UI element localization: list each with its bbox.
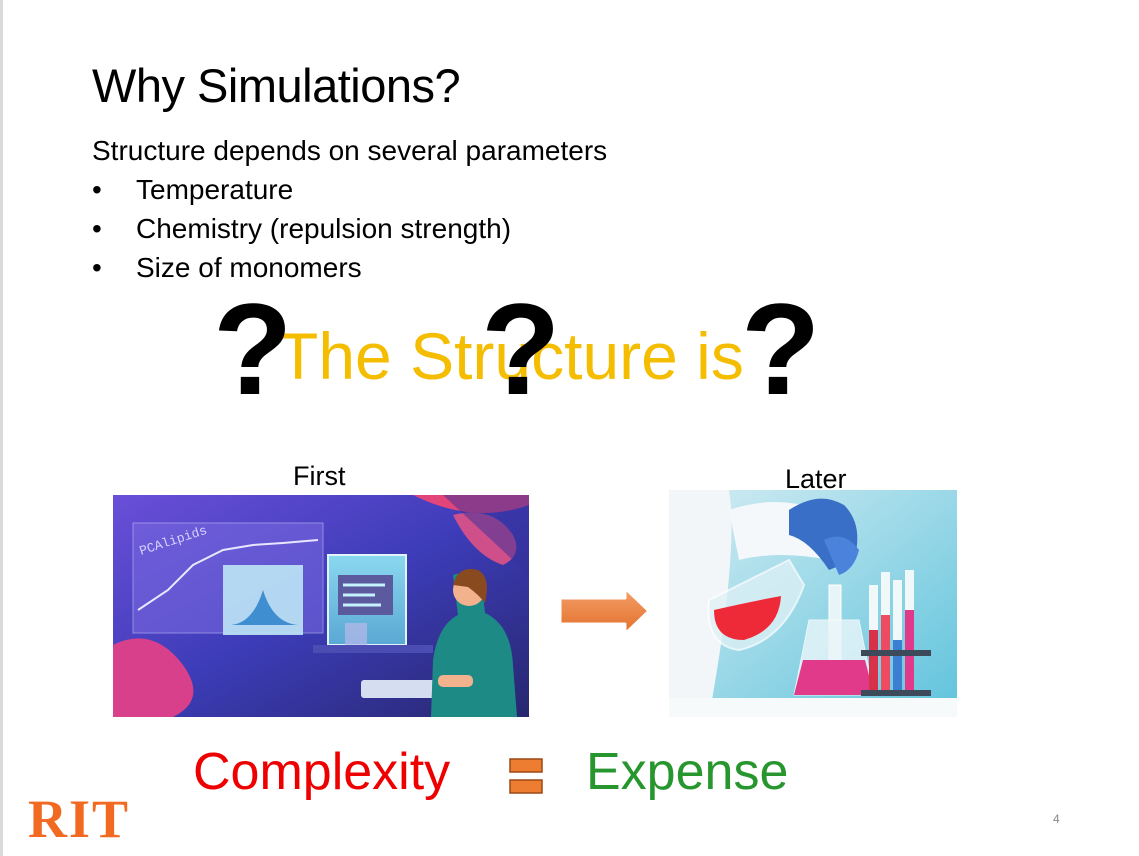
bullet-text: Temperature (136, 174, 294, 205)
bullet-dot: • (92, 252, 102, 283)
list-item: • Chemistry (repulsion strength) (92, 211, 511, 250)
question-mark-icon: ? (213, 276, 293, 422)
bullet-dot: • (92, 213, 102, 244)
question-mark-icon: ? (481, 276, 561, 422)
expense-label: Expense (586, 743, 789, 801)
page-number: 4 (1053, 812, 1060, 826)
later-caption: Later (785, 464, 847, 494)
equals-sign-icon (509, 758, 543, 794)
list-item: • Temperature (92, 172, 511, 211)
rit-logo: RIT (28, 789, 131, 849)
laboratory-photo (669, 490, 957, 717)
intro-text: Structure depends on several parameters (92, 135, 608, 166)
list-item: • Size of monomers (92, 250, 511, 289)
slide-left-edge (0, 0, 3, 856)
simulation-illustration: PCAlipids (113, 495, 529, 717)
bullet-text: Size of monomers (136, 252, 362, 283)
bullet-text: Chemistry (repulsion strength) (136, 213, 512, 244)
question-mark-icon: ? (741, 276, 821, 422)
right-arrow-icon (558, 586, 651, 636)
bullet-dot: • (92, 174, 102, 205)
complexity-label: Complexity (193, 743, 451, 801)
parameter-list: • Temperature • Chemistry (repulsion stren… (92, 172, 511, 289)
first-caption: First (293, 461, 346, 491)
slide-title: Why Simulations? (92, 59, 461, 112)
structure-headline: The Structure is (278, 319, 744, 393)
